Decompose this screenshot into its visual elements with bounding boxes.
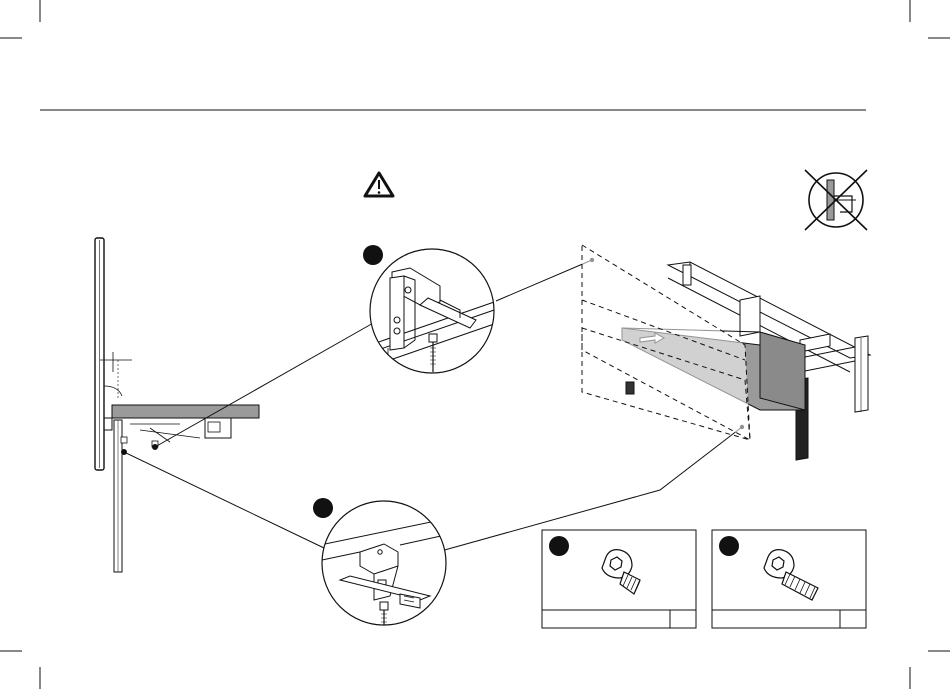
detail-1-marker (363, 245, 383, 265)
part-2-marker (719, 536, 739, 556)
part-2-box (712, 530, 866, 628)
warning-triangle-icon (365, 173, 393, 196)
desk-assembly-perspective (582, 245, 870, 460)
side-section-view (95, 238, 259, 572)
detail-1-callout (370, 249, 500, 373)
part-1-marker (549, 536, 569, 556)
detail-2-marker (313, 498, 333, 518)
part-1-box (542, 530, 696, 628)
detail-2-callout (320, 501, 450, 630)
no-clamp-icon (805, 170, 867, 230)
